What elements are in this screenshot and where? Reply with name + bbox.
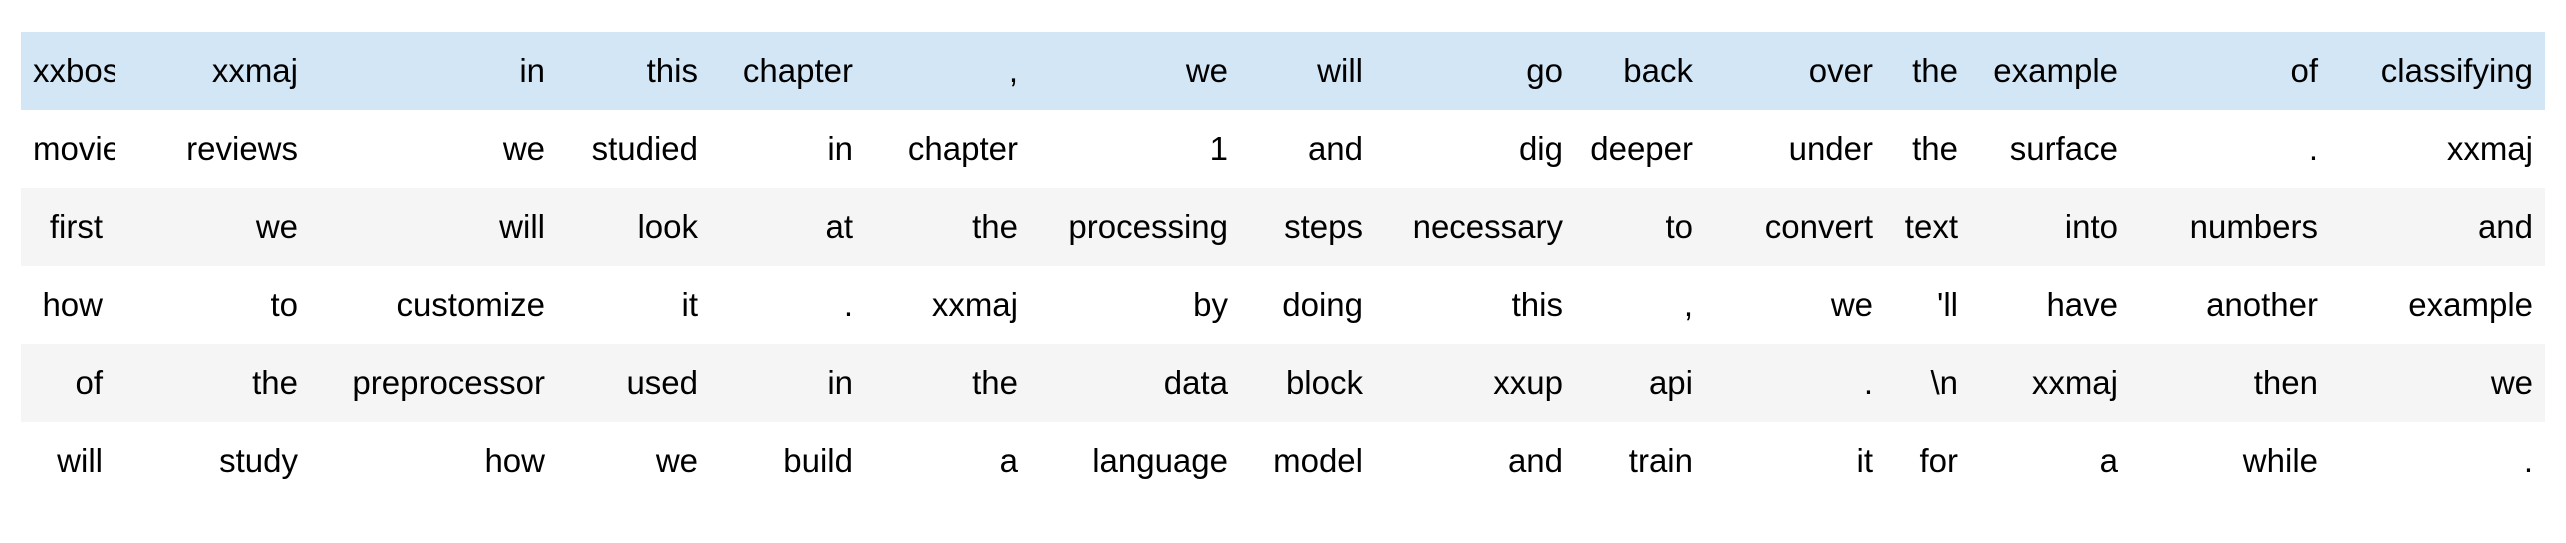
token-cell: .: [2308, 130, 2318, 167]
token-cell: will: [1317, 52, 1363, 89]
token-cell: dig: [1518, 130, 1563, 167]
token-cell: .: [2523, 442, 2533, 479]
token-cell: xxup: [1493, 364, 1563, 401]
token-cell: convert: [1764, 208, 1873, 245]
token-cell: to: [1665, 208, 1693, 245]
token-cell: this: [1511, 286, 1563, 323]
token-cell: and: [1507, 442, 1563, 479]
token-cell: of: [75, 364, 103, 401]
token-cell: this: [646, 52, 698, 89]
token-cell: will: [499, 208, 545, 245]
token-cell: surface: [2009, 130, 2118, 167]
token-cell: go: [1526, 52, 1563, 89]
token-cell: for: [1919, 442, 1958, 479]
token-cell: reviews: [186, 130, 298, 167]
token-cell: we: [655, 442, 698, 479]
token-cell: the: [252, 364, 298, 401]
notebook-output: xxbos xxmaj in this chapter, we will go back over…: [21, 32, 2545, 500]
token-cell: we: [1830, 286, 1873, 323]
token-cell: to: [270, 286, 298, 323]
token-cell: under: [1788, 130, 1873, 167]
tokens-tbody: xxbos xxmaj in this chapter, we will go back over…: [21, 32, 2545, 500]
token-cell: 1: [1209, 130, 1228, 167]
token-cell: the: [1912, 130, 1958, 167]
token-cell: deeper: [1590, 130, 1693, 167]
token-cell: data: [1163, 364, 1228, 401]
token-cell: we: [2490, 364, 2533, 401]
token-cell: at: [825, 208, 853, 245]
token-cell: it: [1856, 442, 1874, 479]
token-cell: study: [219, 442, 298, 479]
token-cell: steps: [1284, 208, 1363, 245]
token-cell: preprocessor: [352, 364, 545, 401]
token-cell: back: [1623, 52, 1693, 89]
token-cell: ,: [1683, 286, 1693, 323]
token-cell: language: [1092, 442, 1228, 479]
token-cell: a: [999, 442, 1018, 479]
token-cell: xxmaj: [2031, 364, 2118, 401]
token-cell: into: [2064, 208, 2118, 245]
token-cell: model: [1273, 442, 1363, 479]
token-cell: train: [1628, 442, 1693, 479]
token-cell: first: [49, 208, 103, 245]
token-cell: text: [1904, 208, 1958, 245]
token-cell: a: [2099, 442, 2118, 479]
token-cell: and: [1307, 130, 1363, 167]
token-cell: the: [1912, 52, 1958, 89]
token-cell: xxmaj: [931, 286, 1018, 323]
token-cell: xxmaj: [2446, 130, 2533, 167]
token-row-highlighted: xxbos xxmaj in this chapter, we will go back over…: [21, 32, 2545, 110]
token-cell: 'll: [1937, 286, 1958, 323]
token-cell: then: [2253, 364, 2318, 401]
token-cell: it: [681, 286, 699, 323]
token-cell: we: [502, 130, 545, 167]
token-cell: build: [783, 442, 853, 479]
token-cell: classifying: [2380, 52, 2533, 89]
token-cell: in: [519, 52, 545, 89]
token-row: how to customize it. xxmaj by doing this, we 'll h…: [21, 266, 2545, 344]
token-cell: how: [42, 286, 103, 323]
token-cell: .: [843, 286, 853, 323]
token-cell: processing: [1068, 208, 1228, 245]
token-cell: chapter: [742, 52, 853, 89]
token-cell: example: [1993, 52, 2118, 89]
token-cell: will: [57, 442, 103, 479]
token-cell: while: [2242, 442, 2318, 479]
token-cell: have: [2046, 286, 2118, 323]
token-cell: we: [1185, 52, 1228, 89]
token-cell: xxmaj: [211, 52, 298, 89]
token-cell: ,: [1008, 52, 1018, 89]
token-cell: doing: [1282, 286, 1363, 323]
token-cell: of: [2290, 52, 2318, 89]
token-row: of the preprocessor used in the data block xxup a…: [21, 344, 2545, 422]
token-cell: numbers: [2189, 208, 2318, 245]
token-cell: example: [2408, 286, 2533, 323]
token-cell: movie: [33, 130, 115, 167]
token-cell: and: [2477, 208, 2533, 245]
token-cell: look: [637, 208, 698, 245]
token-cell: in: [827, 364, 853, 401]
token-cell: necessary: [1412, 208, 1563, 245]
token-cell: \n: [1930, 364, 1958, 401]
token-cell: api: [1648, 364, 1693, 401]
token-cell: .: [1863, 364, 1873, 401]
token-cell: the: [972, 208, 1018, 245]
token-cell: how: [484, 442, 545, 479]
token-cell: xxbos: [33, 52, 115, 89]
token-cell: by: [1193, 286, 1228, 323]
token-cell: over: [1808, 52, 1873, 89]
token-cell: another: [2206, 286, 2318, 323]
token-cell: used: [626, 364, 698, 401]
token-cell: chapter: [907, 130, 1018, 167]
tokens-table: xxbos xxmaj in this chapter, we will go back over…: [21, 32, 2545, 500]
token-cell: block: [1285, 364, 1363, 401]
token-cell: in: [827, 130, 853, 167]
token-cell: the: [972, 364, 1018, 401]
token-cell: customize: [396, 286, 545, 323]
token-cell: we: [255, 208, 298, 245]
token-row: first we will look at the processing steps neces…: [21, 188, 2545, 266]
token-cell: studied: [591, 130, 698, 167]
token-row: will study how we build a language model and trai…: [21, 422, 2545, 500]
